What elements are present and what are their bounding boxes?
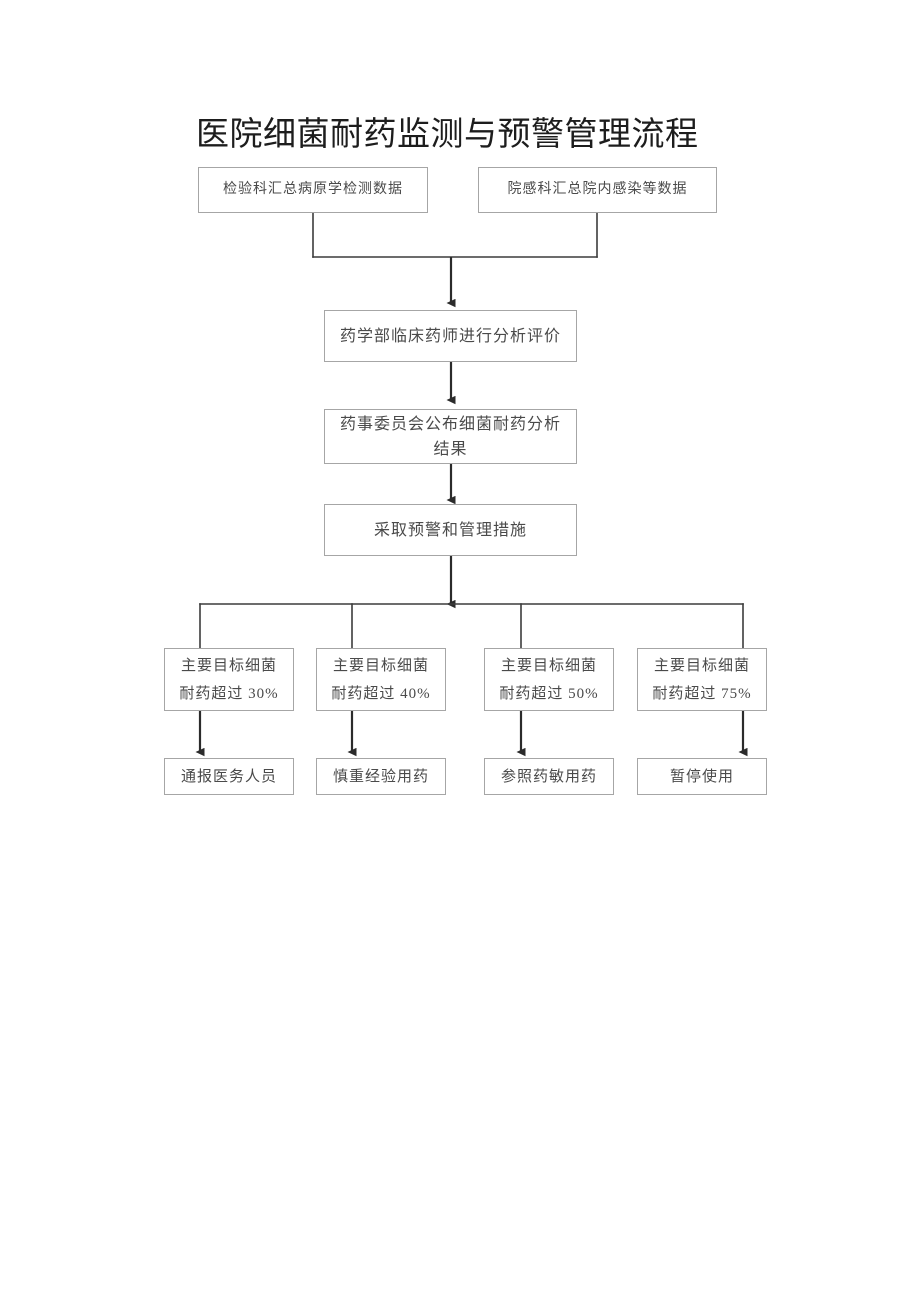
node-label: 院感科汇总院内感染等数据 bbox=[507, 182, 688, 197]
node-label: 参照药敏用药 bbox=[500, 768, 597, 785]
node-crit-75[interactable]: 主要目标细菌 耐药超过 75% bbox=[637, 648, 767, 711]
node-label-line1: 药事委员会公布细菌耐药分析 bbox=[339, 415, 561, 433]
node-act-caution[interactable]: 慎重经验用药 bbox=[316, 758, 446, 795]
node-src-lab[interactable]: 检验科汇总病原学检测数据 bbox=[198, 167, 428, 213]
node-label: 药事委员会公布细菌耐药分析 结果 bbox=[325, 412, 576, 462]
node-label: 暂停使用 bbox=[669, 768, 734, 785]
node-act-suspend[interactable]: 暂停使用 bbox=[637, 758, 767, 795]
node-label-line2: 耐药超过 40% bbox=[331, 685, 431, 702]
node-label-line1: 主要目标细菌 bbox=[500, 657, 597, 674]
node-proc-measures[interactable]: 采取预警和管理措施 bbox=[324, 504, 577, 556]
node-crit-40[interactable]: 主要目标细菌 耐药超过 40% bbox=[316, 648, 446, 711]
node-label: 检验科汇总病原学检测数据 bbox=[223, 182, 403, 197]
node-label-line1: 主要目标细菌 bbox=[180, 657, 277, 674]
node-label: 主要目标细菌 耐药超过 50% bbox=[485, 652, 613, 708]
node-label-line1: 主要目标细菌 bbox=[332, 657, 429, 674]
node-crit-30[interactable]: 主要目标细菌 耐药超过 30% bbox=[164, 648, 294, 711]
node-proc-committee[interactable]: 药事委员会公布细菌耐药分析 结果 bbox=[324, 409, 577, 464]
node-label: 主要目标细菌 耐药超过 40% bbox=[317, 652, 445, 708]
node-label-line2: 耐药超过 75% bbox=[652, 685, 752, 702]
node-label: 通报医务人员 bbox=[180, 768, 277, 785]
node-label: 主要目标细菌 耐药超过 30% bbox=[165, 652, 293, 708]
node-label: 主要目标细菌 耐药超过 75% bbox=[638, 652, 766, 708]
node-label-line2: 耐药超过 30% bbox=[179, 685, 279, 702]
node-crit-50[interactable]: 主要目标细菌 耐药超过 50% bbox=[484, 648, 614, 711]
page-title: 医院细菌耐药监测与预警管理流程 bbox=[196, 117, 699, 153]
node-proc-pharmacist[interactable]: 药学部临床药师进行分析评价 bbox=[324, 310, 577, 362]
node-label-line2: 耐药超过 50% bbox=[499, 685, 599, 702]
node-label-line2: 结果 bbox=[433, 440, 468, 458]
node-label: 药学部临床药师进行分析评价 bbox=[339, 327, 561, 345]
node-act-notify[interactable]: 通报医务人员 bbox=[164, 758, 294, 795]
node-label: 采取预警和管理措施 bbox=[373, 521, 527, 539]
node-act-sensitivity[interactable]: 参照药敏用药 bbox=[484, 758, 614, 795]
node-src-ic[interactable]: 院感科汇总院内感染等数据 bbox=[478, 167, 717, 213]
node-label: 慎重经验用药 bbox=[332, 768, 429, 785]
node-label-line1: 主要目标细菌 bbox=[653, 657, 750, 674]
